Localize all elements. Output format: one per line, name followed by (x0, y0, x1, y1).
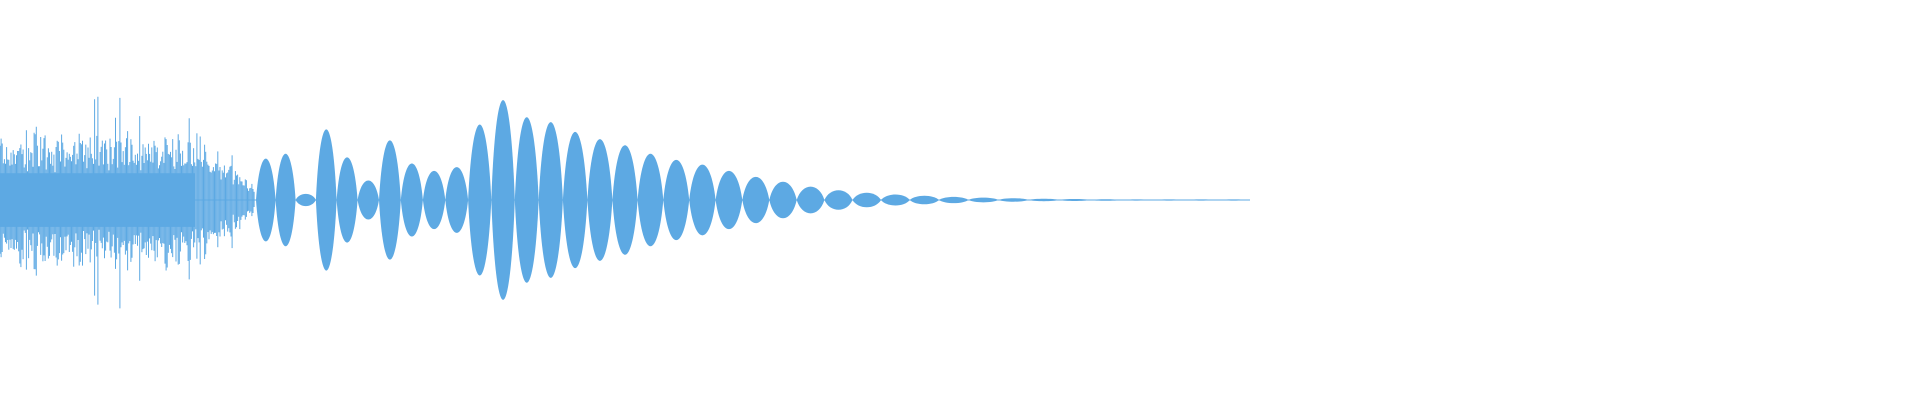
audio-waveform (0, 96, 1250, 309)
